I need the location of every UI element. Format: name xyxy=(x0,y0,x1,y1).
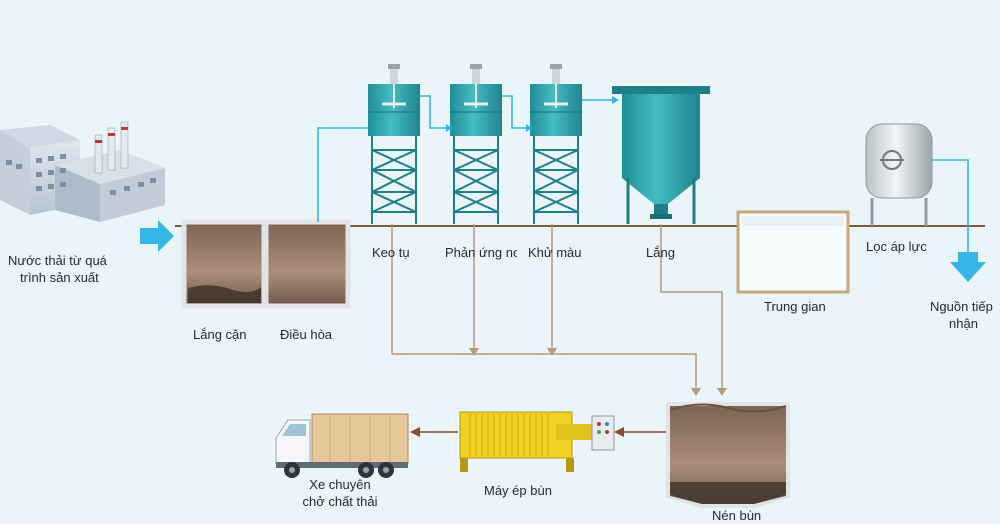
outlet-arrow xyxy=(950,252,986,282)
truck-icon xyxy=(275,413,409,478)
intermediate-tank xyxy=(736,210,850,294)
label-decolor: Khử màu xyxy=(528,245,582,260)
factory-icon xyxy=(0,121,165,222)
label-filter-press: Máy ép bùn xyxy=(484,483,552,498)
label-settling-tank: Lắng cặn xyxy=(193,327,247,342)
label-intermediate: Trung gian xyxy=(764,299,826,314)
label-equalization: Điều hòa xyxy=(280,327,333,342)
settling-cone-tank xyxy=(612,86,710,224)
pipe-filter-out xyxy=(932,159,969,252)
label-pressure-filter: Lọc áp lực xyxy=(866,239,927,254)
reaction-tank xyxy=(450,64,502,224)
label-coagulation: Keo tụ xyxy=(372,245,410,260)
sludge-lines xyxy=(391,224,723,394)
pipes-chemical xyxy=(420,95,612,129)
label-truck-line2: chở chất thải xyxy=(302,494,378,509)
arrow-thickener-press xyxy=(614,427,666,437)
decolor-tank xyxy=(530,64,582,224)
arrow-press-truck xyxy=(410,427,458,437)
label-sludge-thickener: Nén bùn xyxy=(712,508,762,523)
label-settling: Lắng xyxy=(646,245,675,260)
sludge-thickener-tank xyxy=(666,402,790,508)
label-reaction: Phản ứng nơ xyxy=(445,245,517,260)
filter-press-machine xyxy=(459,411,615,472)
pressure-filter-tank xyxy=(865,123,933,226)
label-receiver-line2: nhận xyxy=(949,316,978,331)
label-source-line2: trình sản xuất xyxy=(20,270,99,285)
settling-tank xyxy=(181,219,267,309)
coagulation-tank xyxy=(368,64,420,224)
label-source-line1: Nước thải từ quá xyxy=(8,253,107,268)
pipe-equalization-coagulation xyxy=(317,127,368,222)
label-receiver-line1: Nguồn tiếp xyxy=(930,299,993,314)
label-truck-line1: Xe chuyên xyxy=(309,477,371,492)
equalization-tank xyxy=(263,219,351,309)
inlet-arrow xyxy=(140,220,174,252)
